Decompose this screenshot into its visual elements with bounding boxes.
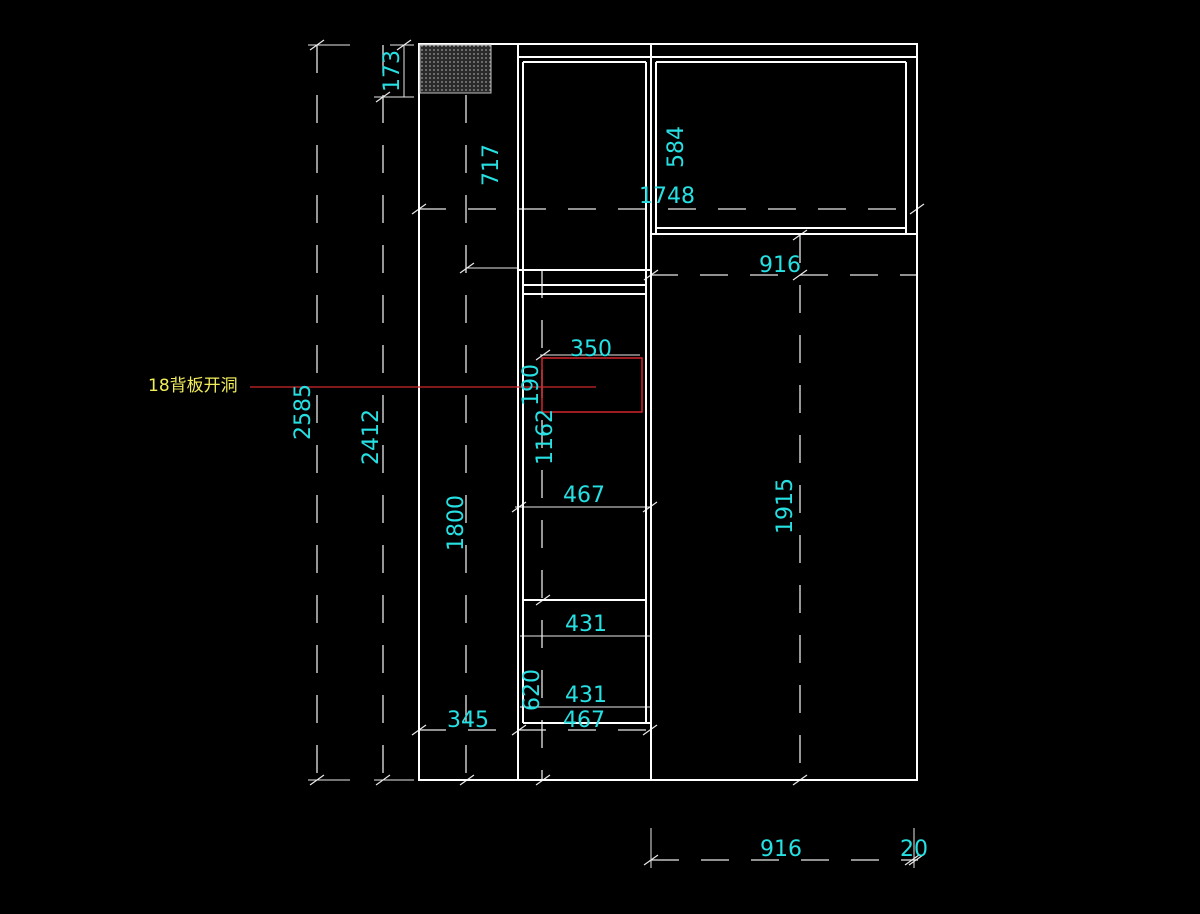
dim-2585: 2585 (291, 384, 316, 440)
annotation-label: 18背板开洞 (148, 376, 238, 396)
back-panel-hole (541, 357, 643, 413)
dim-584: 584 (664, 126, 689, 168)
dim-350: 350 (570, 337, 612, 362)
dim-467-bottom: 467 (563, 708, 605, 733)
dim-1162: 1162 (533, 409, 558, 465)
dim-431-b: 431 (565, 683, 607, 708)
dim-20: 20 (900, 837, 928, 862)
dim-717: 717 (479, 144, 504, 186)
dim-345: 345 (447, 708, 489, 733)
dim-1748: 1748 (639, 184, 695, 209)
dim-916-bottom: 916 (760, 837, 802, 862)
dim-1915: 1915 (773, 478, 798, 534)
dim-620: 620 (520, 669, 545, 711)
dim-1800: 1800 (444, 495, 469, 551)
dimension-guides-left (308, 39, 801, 786)
cabinet-outline (418, 43, 918, 781)
hatched-block (419, 44, 492, 94)
dim-431-a: 431 (565, 612, 607, 637)
bottom-dimension (643, 828, 924, 868)
dimension-guides-horizontal (411, 203, 925, 786)
dim-2412: 2412 (359, 409, 384, 465)
dim-916-top: 916 (759, 253, 801, 278)
dim-467-mid: 467 (563, 483, 605, 508)
dim-190: 190 (519, 364, 544, 406)
dimension-labels: 173 717 584 1748 916 350 190 1162 2585 2… (291, 50, 928, 862)
dim-173: 173 (380, 50, 405, 92)
